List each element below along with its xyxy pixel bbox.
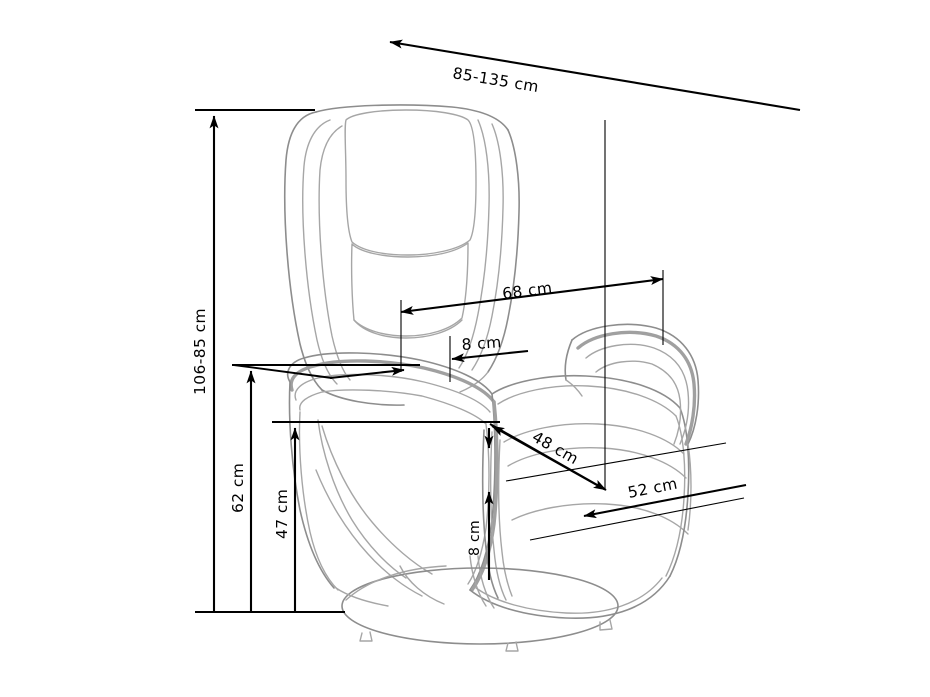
dimension-label-backrest-gap: 8 cm xyxy=(461,333,502,354)
dimension-backrest-gap: 8 cm xyxy=(233,333,529,382)
dimension-label-total-height: 106-85 cm xyxy=(191,308,209,395)
dimension-seat-depth: 48 cm xyxy=(489,423,607,491)
dimension-footrest-gap: 8 cm xyxy=(467,428,494,580)
dimension-seat-width: 52 cm xyxy=(505,442,747,541)
dimension-label-footrest-gap: 8 cm xyxy=(467,520,483,556)
dimension-label-seat-width: 52 cm xyxy=(626,475,679,502)
dimension-label-width: 68 cm xyxy=(501,279,553,303)
dimension-total-height: 106-85 cm xyxy=(191,109,315,612)
chair-outline xyxy=(283,104,700,652)
dimension-label-reclined-depth: 85-135 cm xyxy=(451,64,540,96)
dimension-seat-height: 47 cm xyxy=(272,421,500,612)
dimension-label-seat-height: 47 cm xyxy=(273,489,291,539)
dimension-label-backrest-height: 62 cm xyxy=(229,463,247,513)
dimension-width: 68 cm xyxy=(400,270,664,372)
dimension-backrest-height: 62 cm xyxy=(229,364,420,612)
